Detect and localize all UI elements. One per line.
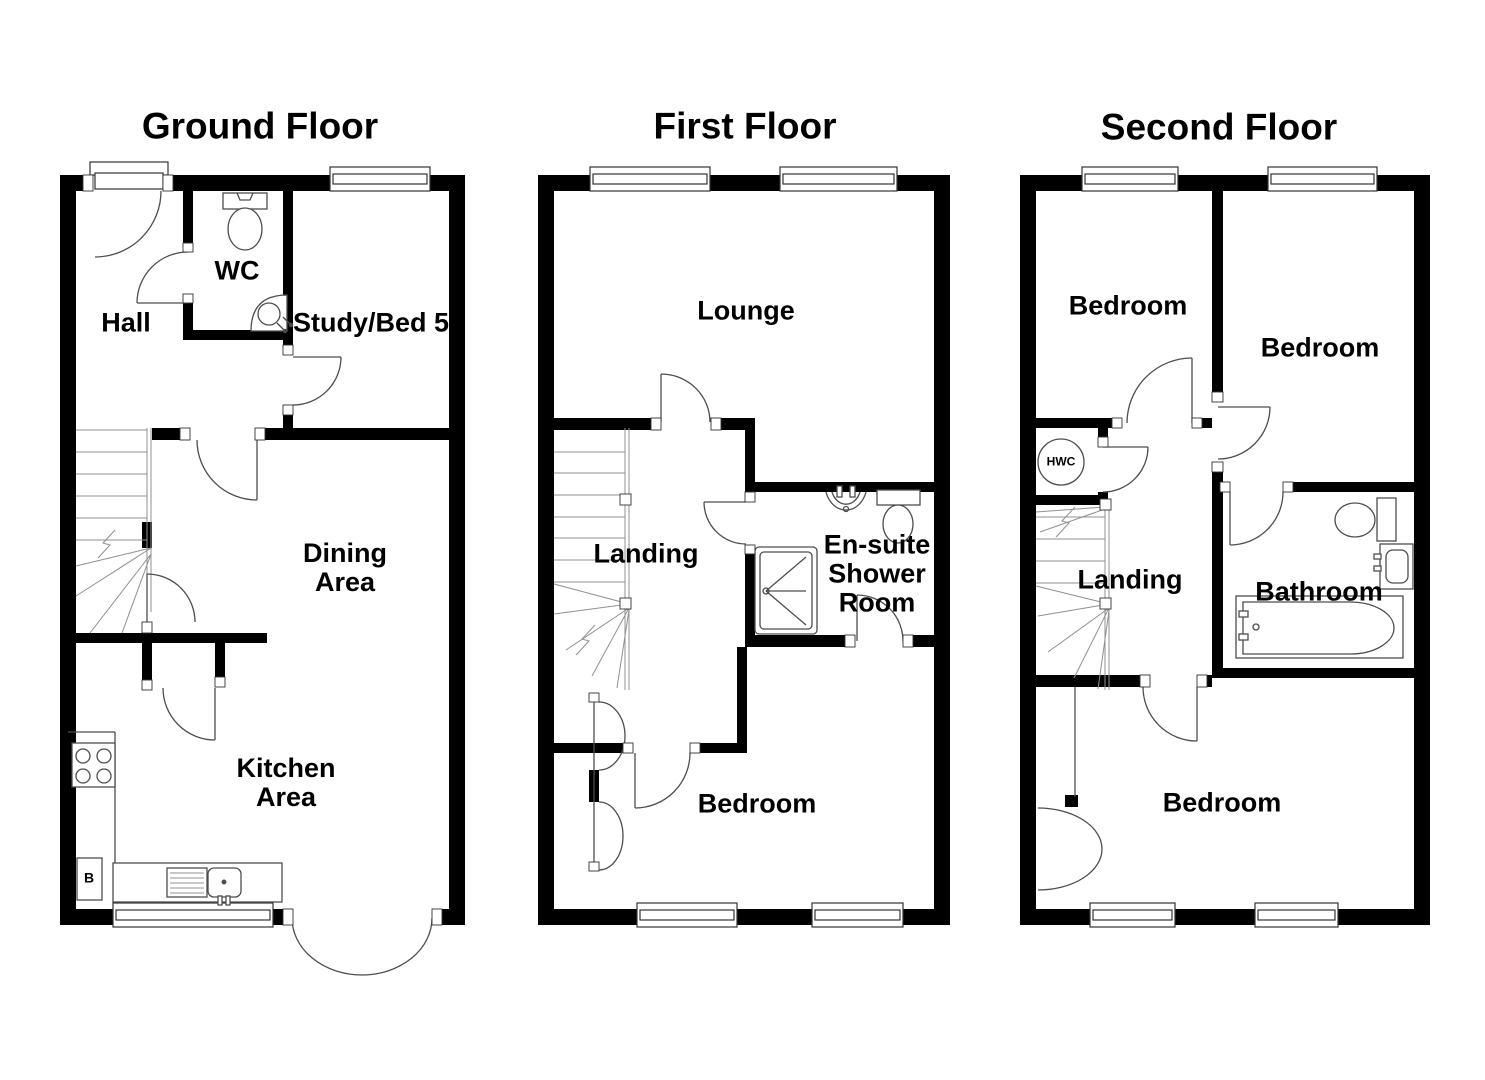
second-floor-plan bbox=[1020, 166, 1430, 928]
bathroom-fixtures bbox=[1235, 497, 1414, 659]
room-label-bedroom-ff: Bedroom bbox=[697, 788, 817, 819]
front-door-slab bbox=[94, 172, 164, 190]
ground-floor-jambs bbox=[82, 174, 443, 926]
first-floor-windows bbox=[589, 166, 904, 928]
ensuite-fixtures bbox=[754, 485, 921, 635]
ground-floor-title: Ground Floor bbox=[141, 105, 379, 147]
wc-basin bbox=[250, 294, 294, 334]
ground-floor-plan bbox=[60, 161, 465, 976]
second-floor-title: Second Floor bbox=[1100, 106, 1338, 148]
second-floor-stairs bbox=[1035, 505, 1110, 690]
room-label-lounge: Lounge bbox=[697, 295, 795, 326]
room-label-study-bed5: Study/Bed 5 bbox=[292, 307, 450, 338]
ground-floor-doors bbox=[94, 190, 433, 976]
first-floor-title: First Floor bbox=[653, 105, 837, 147]
room-label-wc: WC bbox=[214, 255, 260, 286]
room-label-kitchen-area: Kitchen Area bbox=[236, 752, 336, 812]
ground-floor-windows bbox=[89, 161, 431, 928]
room-label-hall: Hall bbox=[101, 307, 151, 338]
first-floor-plan bbox=[538, 166, 950, 928]
room-label-bedroom-sf-left: Bedroom bbox=[1068, 290, 1188, 321]
room-label-landing-ff: Landing bbox=[593, 538, 699, 569]
boiler-box bbox=[76, 857, 103, 901]
second-floor-windows bbox=[1081, 166, 1378, 928]
room-label-bathroom: Bathroom bbox=[1255, 576, 1383, 607]
first-floor-doors bbox=[593, 373, 904, 871]
room-label-bedroom-sf-right: Bedroom bbox=[1260, 332, 1380, 363]
first-floor-stairs bbox=[553, 428, 630, 690]
room-label-dining-area: Dining Area bbox=[303, 537, 387, 597]
room-label-bedroom-sf-bottom: Bedroom bbox=[1162, 787, 1282, 818]
hot-water-cylinder bbox=[1037, 438, 1085, 486]
room-label-ensuite: En-suite Shower Room bbox=[823, 529, 931, 618]
second-floor-jambs bbox=[1097, 391, 1294, 688]
hwc-label: HWC bbox=[1046, 454, 1076, 469]
first-floor-jambs bbox=[588, 417, 914, 872]
wc-toilet bbox=[222, 192, 268, 251]
boiler-label: B bbox=[83, 869, 95, 886]
second-floor-doors bbox=[1037, 357, 1284, 891]
room-label-landing-sf: Landing bbox=[1077, 564, 1183, 595]
ground-floor-stairs bbox=[75, 428, 152, 634]
kitchen-units bbox=[68, 731, 283, 906]
